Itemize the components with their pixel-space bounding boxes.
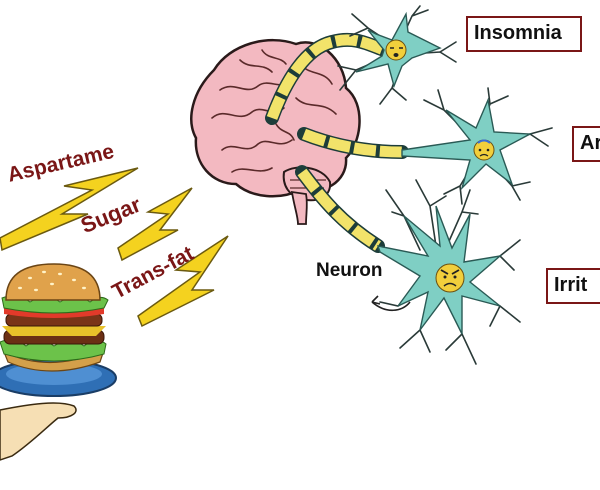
- outcome-box-insomnia: Insomnia: [466, 16, 582, 52]
- lightning-bolt-transfat: [137, 235, 229, 328]
- hand-icon: [0, 402, 77, 461]
- neuron-anxiety: [401, 87, 553, 205]
- burger-icon: [0, 263, 109, 372]
- lightning-bolt-aspartame: [0, 167, 139, 252]
- neuron-insomnia: [337, 5, 457, 105]
- neuron-irritability: [376, 179, 521, 365]
- outcome-box-anxiety: Ar: [572, 126, 600, 162]
- outcome-box-irritability: Irrit: [546, 268, 600, 304]
- axon-pathway-insomnia: [265, 32, 391, 125]
- neuron-label: Neuron: [316, 260, 383, 281]
- curved-arrow-icon: [371, 295, 411, 312]
- brain-icon: [190, 39, 361, 225]
- lightning-bolt-sugar: [117, 187, 193, 262]
- axon-pathway-anxiety: [297, 127, 409, 159]
- axon-pathway-irritability: [295, 165, 385, 253]
